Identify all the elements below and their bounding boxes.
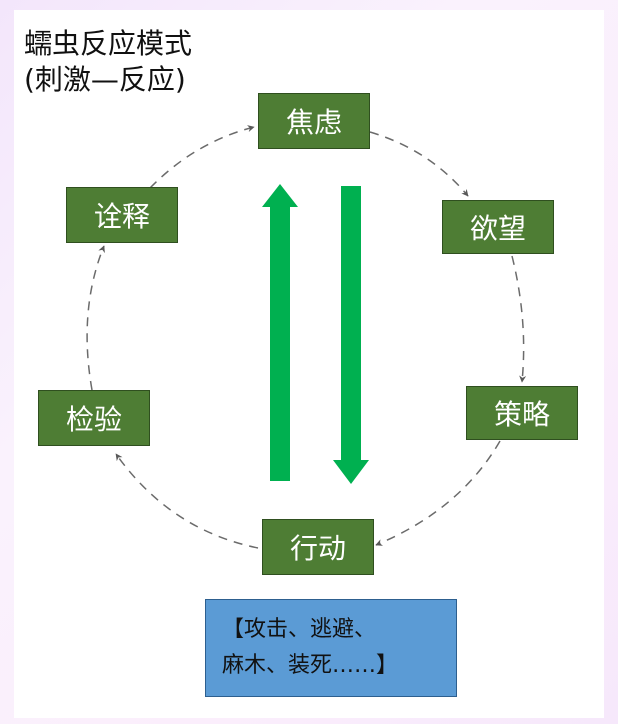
diagram-title: 蠕虫反应模式 — [24, 27, 193, 60]
connector-desire-to-strategy — [511, 255, 527, 383]
stage-desire: 欲望 — [442, 200, 554, 254]
connector-strategy-to-action — [375, 440, 501, 546]
stage-anxiety: 焦虑 — [258, 93, 370, 149]
stage-action: 行动 — [262, 519, 374, 575]
up-arrow — [262, 184, 298, 481]
reactions-line-1: 【攻击、逃避、 — [222, 617, 377, 642]
connector-anxiety-to-desire — [369, 131, 469, 197]
connector-action-to-verify — [115, 453, 259, 549]
down-arrow — [333, 186, 369, 484]
stage-interpret: 诠释 — [66, 187, 178, 243]
diagram-subtitle: (刺激—反应) — [24, 63, 186, 96]
reactions-line-2: 麻木、装死……】 — [222, 653, 399, 678]
reactions-box: 【攻击、逃避、 麻木、装死……】 — [205, 599, 457, 697]
stage-verify: 检验 — [38, 390, 150, 446]
connector-interpret-to-anxiety — [149, 125, 255, 189]
connector-verify-to-interpret — [86, 245, 105, 391]
stage-strategy: 策略 — [466, 386, 578, 440]
